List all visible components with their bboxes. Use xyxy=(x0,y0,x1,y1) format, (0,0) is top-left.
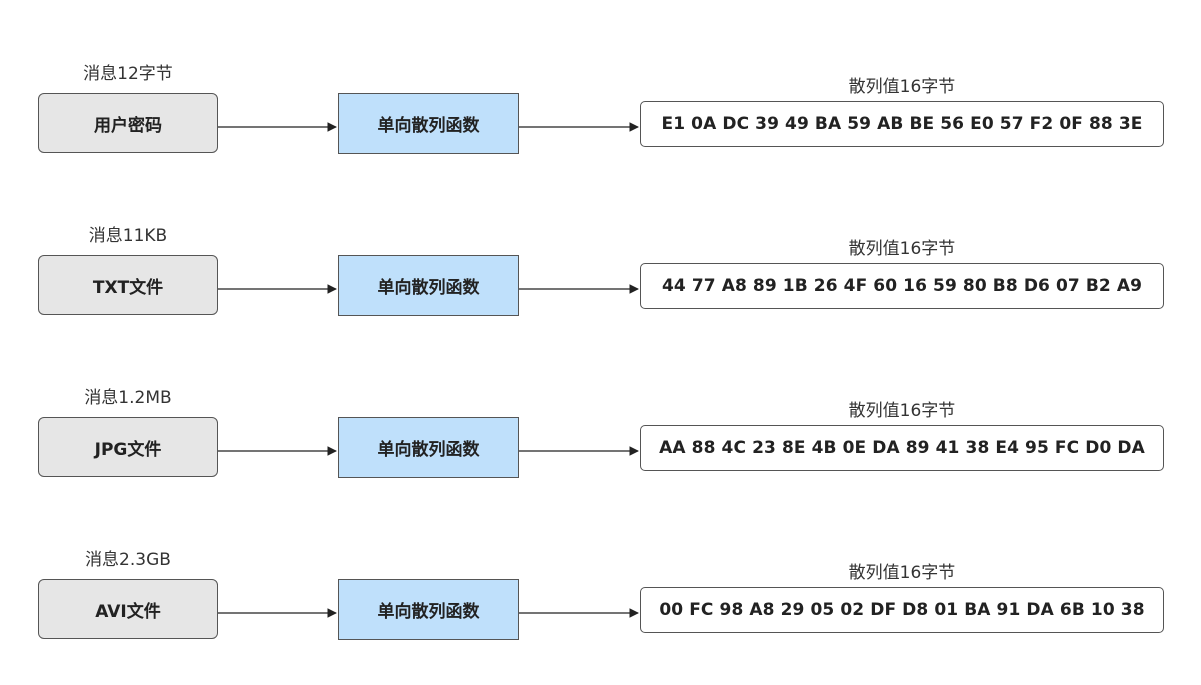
hash-size-label: 散列值16字节 xyxy=(848,563,956,583)
source-box: JPG文件 xyxy=(38,417,218,477)
hash-function-box: 单向散列函数 xyxy=(338,93,519,154)
hash-value-box: AA 88 4C 23 8E 4B 0E DA 89 41 38 E4 95 F… xyxy=(640,425,1164,471)
source-box: TXT文件 xyxy=(38,255,218,315)
message-size-label: 消息1.2MB xyxy=(84,388,172,408)
hash-row-4: 消息2.3GB AVI文件 单向散列函数 散列值16字节 00 FC 98 A8… xyxy=(0,545,1201,685)
hash-value-box: 00 FC 98 A8 29 05 02 DF D8 01 BA 91 DA 6… xyxy=(640,587,1164,633)
hash-value-box: E1 0A DC 39 49 BA 59 AB BE 56 E0 57 F2 0… xyxy=(640,101,1164,147)
source-box: AVI文件 xyxy=(38,579,218,639)
hash-size-label: 散列值16字节 xyxy=(848,77,956,97)
hash-row-2: 消息11KB TXT文件 单向散列函数 散列值16字节 44 77 A8 89 … xyxy=(0,221,1201,361)
hash-row-3: 消息1.2MB JPG文件 单向散列函数 散列值16字节 AA 88 4C 23… xyxy=(0,383,1201,523)
hash-row-1: 消息12字节 用户密码 单向散列函数 散列值16字节 E1 0A DC 39 4… xyxy=(0,59,1201,199)
message-size-label: 消息2.3GB xyxy=(85,550,171,570)
message-size-label: 消息11KB xyxy=(88,226,168,246)
message-size-label: 消息12字节 xyxy=(83,64,173,84)
hash-function-box: 单向散列函数 xyxy=(338,417,519,478)
hash-function-box: 单向散列函数 xyxy=(338,255,519,316)
hash-size-label: 散列值16字节 xyxy=(848,239,956,259)
hash-size-label: 散列值16字节 xyxy=(848,401,956,421)
source-box: 用户密码 xyxy=(38,93,218,153)
hash-function-box: 单向散列函数 xyxy=(338,579,519,640)
hash-value-box: 44 77 A8 89 1B 26 4F 60 16 59 80 B8 D6 0… xyxy=(640,263,1164,309)
